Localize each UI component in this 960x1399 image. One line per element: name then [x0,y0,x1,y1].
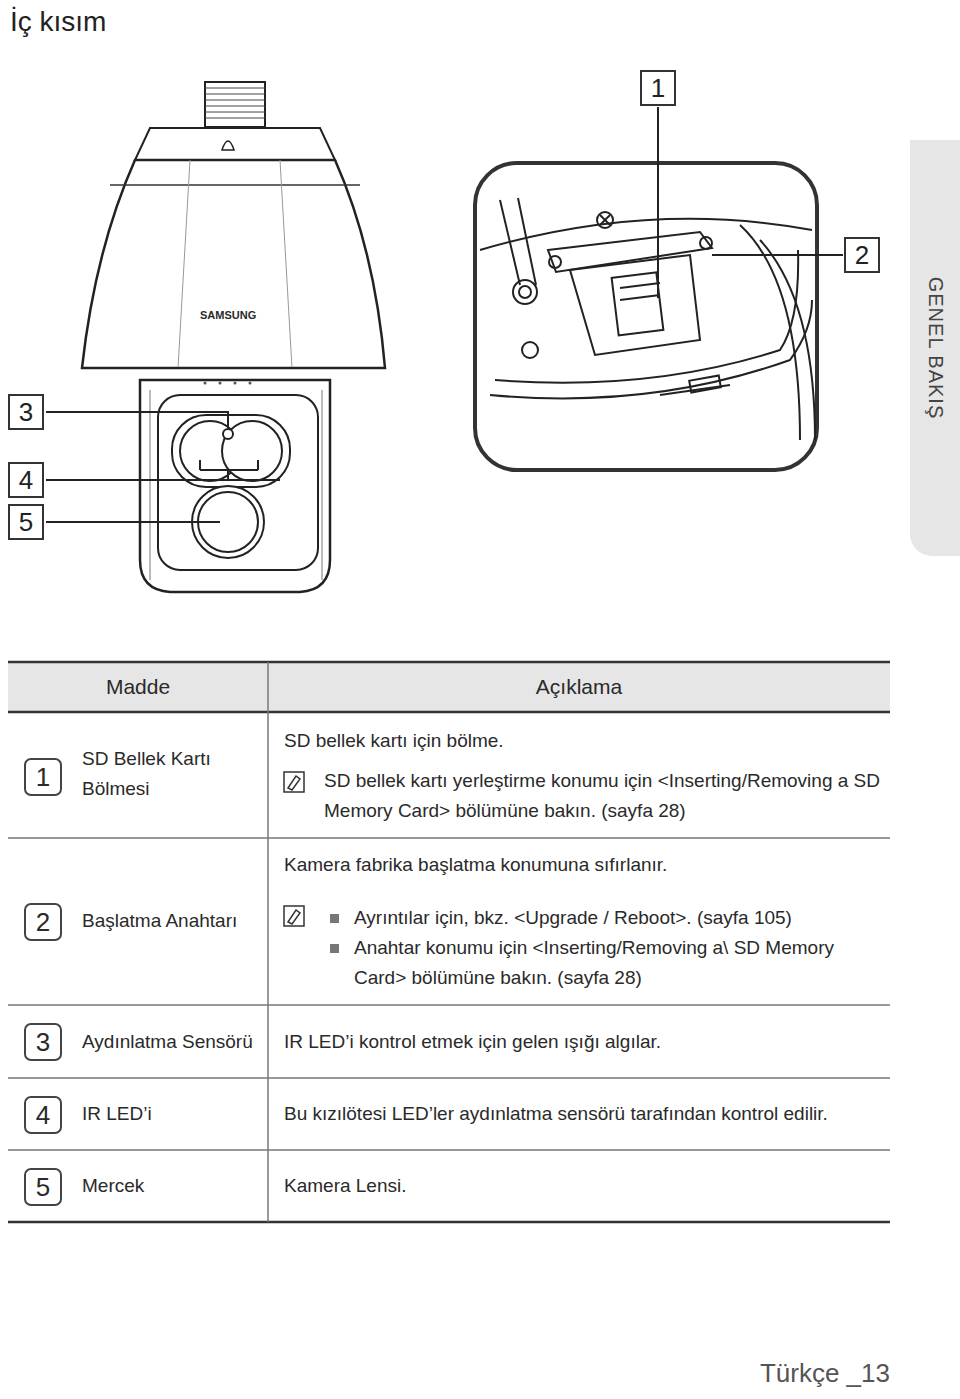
item-description: SD bellek kartı için bölme. [284,726,884,756]
section-tab: GENEL BAKIŞ [910,140,960,556]
item-description: Kamera fabrika başlatma konumuna sıfırla… [284,850,884,880]
callout-number: 1 [640,70,676,106]
item-number: 3 [24,1023,62,1061]
callout-number: 4 [8,462,44,498]
item-number: 2 [24,903,62,941]
item-number: 4 [24,1096,62,1134]
item-name: IR LED’i [82,1099,262,1129]
callout-text: 2 [855,239,869,271]
table-header: Açıklama [268,672,890,702]
callout-text: 4 [19,464,33,496]
item-description: Bu kızılötesi LED’ler aydınlatma sensörü… [284,1099,886,1129]
note-text: SD bellek kartı yerleştirme konumu için … [324,766,884,826]
item-description: IR LED’i kontrol etmek için gelen ışığı … [284,1027,886,1057]
callout-number: 2 [844,237,880,273]
item-description: Kamera Lensi. [284,1171,884,1201]
callout-number: 3 [8,394,44,430]
item-name: Mercek [82,1171,262,1201]
table-header: Madde [8,672,268,702]
item-name: Aydınlatma Sensörü [82,1027,266,1057]
callout-text: 5 [19,506,33,538]
tab-label: GENEL BAKIŞ [924,277,947,420]
page-title: İç kısım [10,4,106,40]
page-number: Türkçe _13 [740,1358,890,1388]
note-text: Ayrıntılar için, bkz. <Upgrade / Reboot>… [354,903,886,933]
callout-text: 1 [651,72,665,104]
item-name: Başlatma Anahtarı [82,906,264,936]
brand-logo: SAMSUNG [200,308,260,322]
callout-number: 5 [8,504,44,540]
note-text: Anahtar konumu için <Inserting/Removing … [354,933,886,993]
item-name: SD Bellek Kartı Bölmesi [82,744,242,804]
item-number: 5 [24,1168,62,1206]
callout-text: 3 [19,396,33,428]
item-number: 1 [24,758,62,796]
